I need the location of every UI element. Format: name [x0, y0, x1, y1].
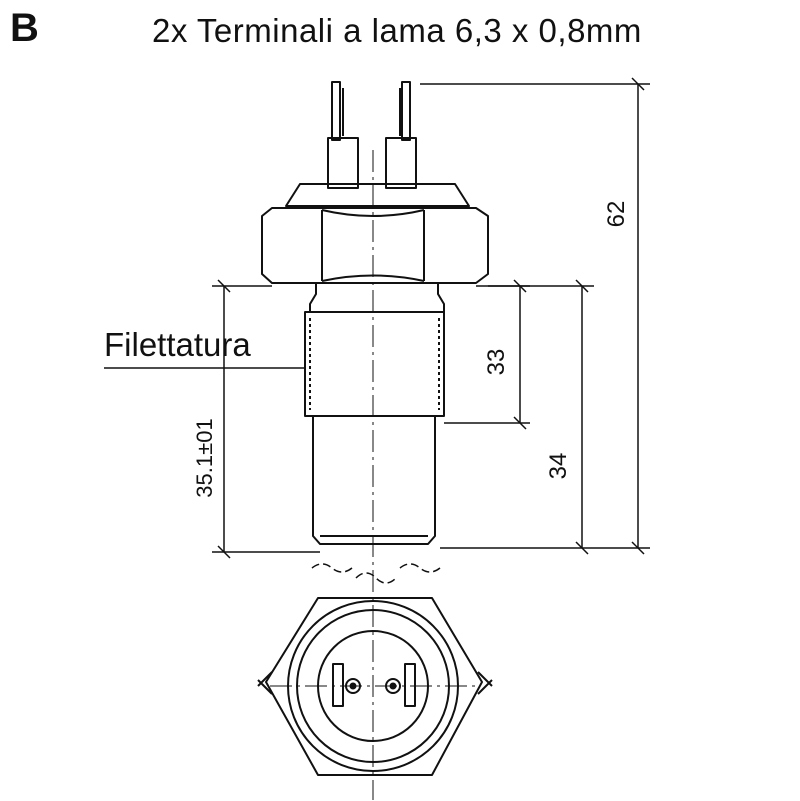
thread-callout-label: Filettatura: [104, 326, 251, 363]
hex-nut-bottom-view: [257, 597, 493, 776]
bottom-terminal-right: [385, 663, 416, 707]
bottom-terminal-left: [332, 663, 361, 707]
thread-section: [304, 311, 445, 417]
top-cap: [285, 183, 470, 207]
dimension-lines: [104, 77, 650, 559]
probe-body: [312, 416, 436, 545]
blade-terminal-right: [385, 81, 417, 189]
dim-body-length: 34: [545, 453, 572, 480]
sensor-neck: [309, 284, 445, 312]
dim-thread-length: 33: [483, 349, 510, 376]
blade-terminal-left: [327, 81, 359, 189]
panel-label: B: [10, 6, 39, 50]
break-line: [311, 563, 441, 584]
dim-overall-height: 62: [603, 201, 630, 228]
drawing-title: 2x Terminali a lama 6,3 x 0,8mm: [152, 12, 642, 49]
hex-nut-side: [261, 207, 489, 284]
dim-probe-length: 35.1±01: [192, 418, 217, 497]
